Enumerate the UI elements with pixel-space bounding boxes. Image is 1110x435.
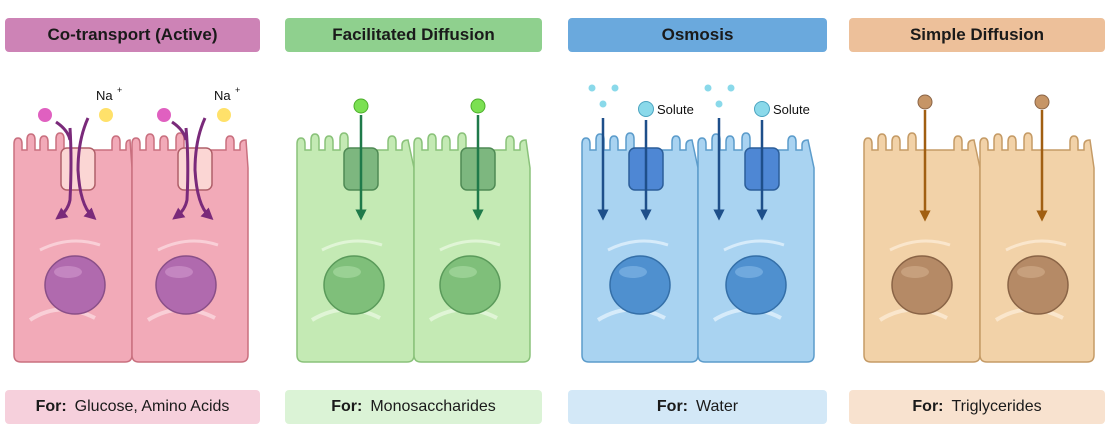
nucleus-icon — [725, 255, 787, 315]
glucose-molecule — [157, 108, 171, 122]
footer-osmosis-for: For: — [656, 398, 689, 415]
sodium-ion — [217, 108, 231, 122]
cell-facilitated-right — [413, 98, 531, 363]
water-molecule — [611, 84, 619, 92]
footer-facilitated-value: Monosaccharides — [370, 398, 496, 415]
water-molecule — [704, 84, 712, 92]
footer-facilitated-for: For: — [331, 398, 363, 415]
footer-cotransport: For: Glucose, Amino Acids — [5, 390, 260, 424]
nucleus-icon — [439, 255, 501, 315]
monosaccharide-molecule — [470, 98, 486, 114]
nucleus-icon — [155, 255, 217, 315]
footer-cotransport-value: Glucose, Amino Acids — [74, 398, 230, 415]
header-facilitated-diffusion: Facilitated Diffusion — [285, 18, 542, 52]
footer-simple-for: For: — [912, 398, 944, 415]
panel-cotransport: Na + Na + — [13, 85, 249, 363]
header-cotransport-label: Co-transport (Active) — [47, 25, 218, 44]
na-label-left: Na — [96, 88, 113, 103]
monosaccharide-molecule — [353, 98, 369, 114]
header-osmosis: Osmosis — [568, 18, 827, 52]
solute-label-left: Solute — [657, 102, 694, 117]
nucleus-icon — [891, 255, 953, 315]
water-molecule — [715, 100, 723, 108]
footer-simple-value: Triglycerides — [951, 398, 1042, 415]
panel-facilitated-diffusion — [296, 98, 531, 363]
glucose-molecule — [38, 108, 52, 122]
footer-osmosis: For: Water — [568, 390, 827, 424]
nucleus-icon — [323, 255, 385, 315]
footer-simple-diffusion: For: Triglycerides — [849, 390, 1105, 424]
na-sup-right: + — [235, 85, 240, 95]
nucleus-icon — [609, 255, 671, 315]
cell-simple-left — [863, 94, 981, 363]
water-molecule — [727, 84, 735, 92]
cell-osmosis-left: Solute — [581, 84, 699, 363]
cell-cotransport-left: Na + — [13, 85, 133, 363]
footer-cotransport-for: For: — [35, 398, 67, 415]
header-simple-diffusion: Simple Diffusion — [849, 18, 1105, 52]
na-sup-left: + — [117, 85, 122, 95]
nucleus-icon — [1007, 255, 1069, 315]
na-label-right: Na — [214, 88, 231, 103]
cell-simple-right — [979, 94, 1095, 363]
cell-osmosis-right: Solute — [697, 84, 815, 363]
footer-osmosis-value: Water — [696, 398, 739, 415]
header-osmosis-label: Osmosis — [661, 25, 734, 44]
solute-label-right: Solute — [773, 102, 810, 117]
water-molecule — [588, 84, 596, 92]
sodium-ion — [99, 108, 113, 122]
panel-simple-diffusion — [863, 94, 1095, 363]
triglyceride-molecule — [917, 94, 933, 110]
header-facilitated-label: Facilitated Diffusion — [332, 25, 495, 44]
header-cotransport: Co-transport (Active) — [5, 18, 260, 52]
header-simple-label: Simple Diffusion — [909, 25, 1045, 44]
footer-facilitated-diffusion: For: Monosaccharides — [285, 390, 542, 424]
cell-cotransport-right: Na + — [131, 85, 249, 363]
cell-facilitated-left — [296, 98, 415, 363]
water-molecule — [599, 100, 607, 108]
nucleus-icon — [44, 255, 106, 315]
solute-molecule — [638, 101, 654, 117]
solute-molecule — [754, 101, 770, 117]
triglyceride-molecule — [1034, 94, 1050, 110]
panel-osmosis: Solute Solute — [581, 84, 815, 363]
